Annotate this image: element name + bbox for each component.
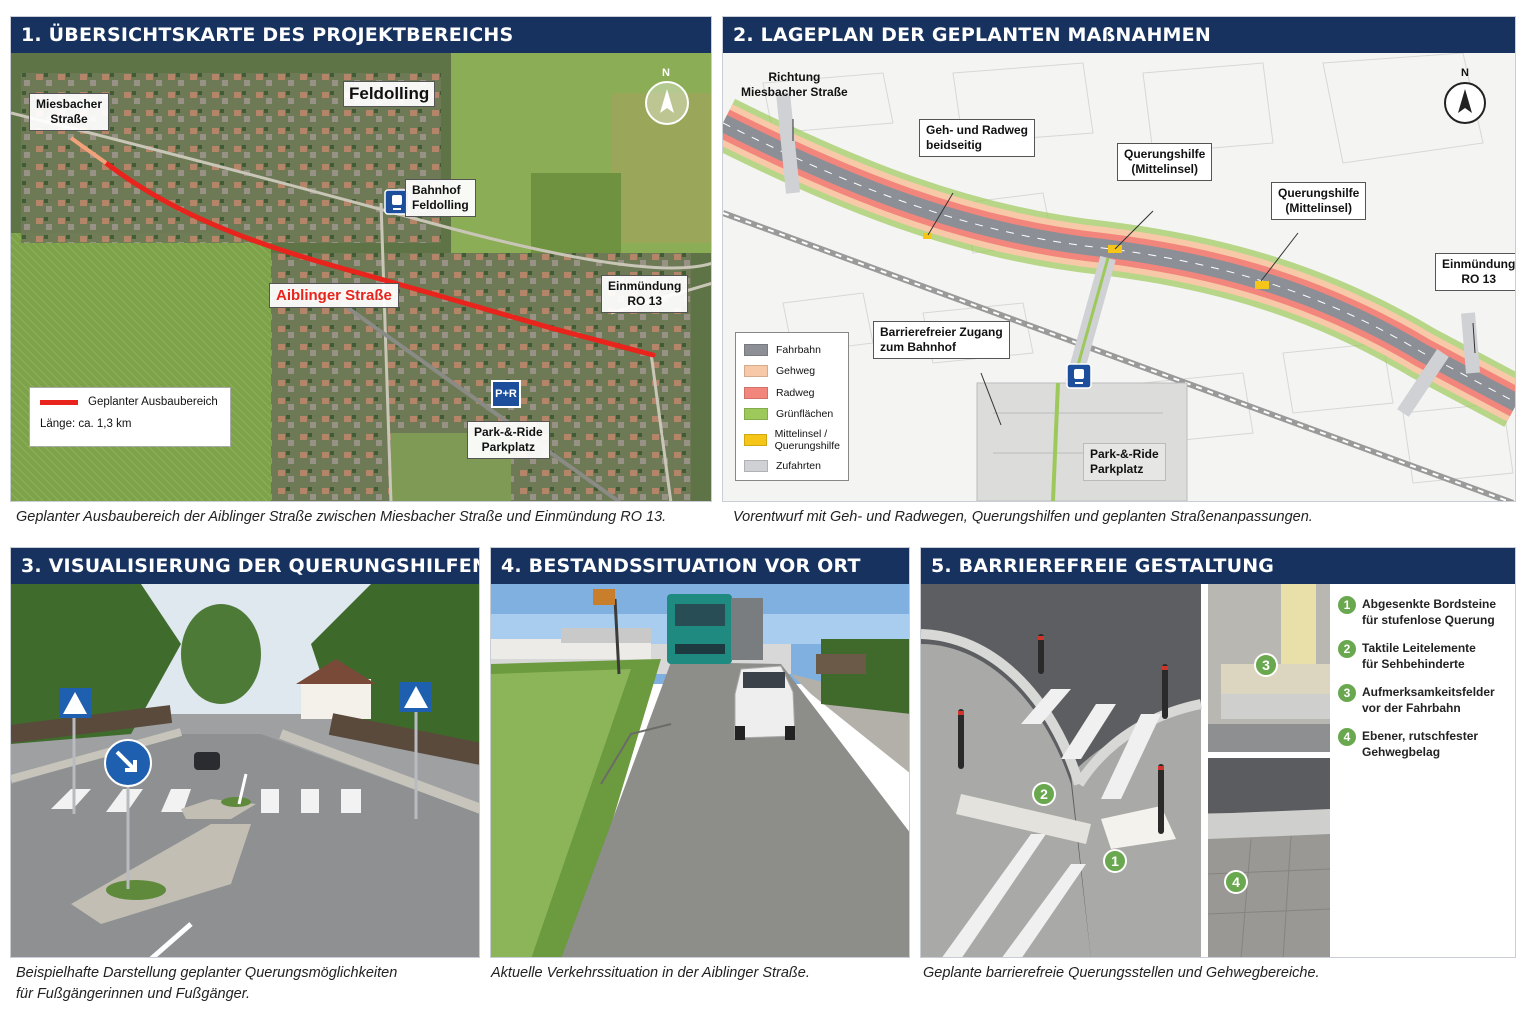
site-plan: N Richtung Miesbacher Straße Geh- und Ra… — [723, 53, 1515, 501]
label-park-ride: Park-&-Ride Parkplatz — [467, 421, 550, 459]
label-einmuendung-ro13: Einmündung RO 13 — [601, 275, 689, 313]
train-station-icon — [384, 189, 410, 215]
feature-item: 3 Aufmerksamkeitsfelder vor der Fahrbahn — [1338, 684, 1513, 716]
label-richtung-miesbacher: Richtung Miesbacher Straße — [741, 70, 848, 99]
panel-crossing-visualization: 3. VISUALISIERUNG DER QUERUNGSHILFEN — [10, 547, 480, 958]
panel-title: 4. BESTANDSSITUATION VOR ORT — [491, 548, 909, 584]
legend-swatch — [744, 343, 768, 356]
legend-swatch — [744, 365, 768, 378]
label-barrierefreier-zugang: Barrierefreier Zugang zum Bahnhof — [873, 321, 1010, 359]
legend-swatch — [744, 434, 767, 446]
aerial-map: N Miesbacher Straße Feldolling Bahnhof F… — [11, 53, 711, 501]
accessible-design-illustration — [921, 584, 1331, 957]
accessible-design-body: 1 2 3 4 1 Abgesenkte Bordsteine für stufe… — [921, 584, 1515, 957]
north-arrow-icon — [645, 81, 689, 125]
legend-label: Fahrbahn — [776, 343, 821, 356]
north-label: N — [662, 67, 670, 79]
feature-text: Ebener, rutschfester Gehwegbelag — [1362, 729, 1479, 759]
legend-label: Grünflächen — [776, 408, 834, 421]
legend-label: Zufahrten — [776, 459, 821, 472]
legend-swatch — [744, 408, 768, 421]
north-label: N — [1461, 67, 1469, 79]
caption-panel3: Beispielhafte Darstellung geplanter Quer… — [16, 965, 398, 1002]
panel-title: 2. LAGEPLAN DER GEPLANTEN MAßNAHMEN — [723, 17, 1515, 53]
badge-3: 3 — [1254, 653, 1278, 677]
legend-item: Mittelinsel / Querungshilfe — [744, 425, 840, 455]
legend-item: Fahrbahn — [744, 339, 840, 361]
feature-number: 1 — [1338, 596, 1356, 614]
feature-number: 3 — [1338, 684, 1356, 702]
pedestrian-crossing-sign-left-icon — [59, 688, 91, 814]
label-aiblinger-strasse: Aiblinger Straße — [269, 283, 399, 308]
feature-item: 2 Taktile Leitelemente für Sehbehinderte — [1338, 640, 1513, 672]
label-park-ride: Park-&-Ride Parkplatz — [1083, 443, 1166, 481]
route-legend-line — [40, 399, 78, 405]
badge-4: 4 — [1224, 870, 1248, 894]
label-querungshilfe-1: Querungshilfe (Mittelinsel) — [1117, 143, 1213, 181]
feature-list: 1 Abgesenkte Bordsteine für stufenlose Qu… — [1338, 596, 1513, 772]
site-plan-graphic — [723, 53, 1515, 501]
planned-route-line — [103, 160, 656, 358]
feature-text: Abgesenkte Bordsteine für stufenlose Que… — [1362, 597, 1497, 627]
caption-panel1: Geplanter Ausbaubereich der Aiblinger St… — [16, 509, 667, 525]
legend-label: Radweg — [776, 386, 815, 399]
pedestrian-crossing-sign-right-icon — [400, 682, 432, 819]
legend-label: Mittelinsel / Querungshilfe — [774, 428, 840, 452]
map-legend: Geplanter Ausbaubereich Länge: ca. 1,3 k… — [29, 387, 231, 447]
legend-swatch — [744, 386, 768, 399]
keep-right-sign-icon — [104, 739, 152, 889]
label-feldolling: Feldolling — [343, 81, 436, 107]
panel-overview-map: 1. ÜBERSICHTSKARTE DES PROJEKTBEREICHS — [10, 16, 712, 502]
legend-length: Länge: ca. 1,3 km — [40, 418, 132, 430]
crossing-illustration — [11, 584, 479, 957]
legend-route-label: Geplanter Ausbaubereich — [88, 396, 218, 408]
caption-panel2: Vorentwurf mit Geh- und Radwegen, Querun… — [733, 509, 1313, 525]
caption-panel4: Aktuelle Verkehrssituation in der Aiblin… — [491, 965, 810, 981]
car — [734, 665, 796, 740]
panel-accessible-design: 5. BARRIEREFREIE GESTALTUNG — [920, 547, 1516, 958]
legend-item: Grünflächen — [744, 404, 840, 426]
panel-site-plan: 2. LAGEPLAN DER GEPLANTEN MAßNAHMEN — [722, 16, 1516, 502]
panel-current-situation: 4. BESTANDSSITUATION VOR ORT — [490, 547, 910, 958]
feature-text: Taktile Leitelemente für Sehbehinderte — [1362, 641, 1476, 671]
park-ride-icon: P+R — [491, 380, 521, 408]
badge-1: 1 — [1103, 849, 1127, 873]
train-station-icon — [1066, 363, 1092, 389]
legend-item: Radweg — [744, 382, 840, 404]
panel-title: 5. BARRIEREFREIE GESTALTUNG — [921, 548, 1515, 584]
legend-label: Gehweg — [776, 365, 816, 378]
feature-item: 4 Ebener, rutschfester Gehwegbelag — [1338, 728, 1513, 760]
feature-text: Aufmerksamkeitsfelder vor der Fahrbahn — [1362, 685, 1495, 715]
crossing-photo — [11, 584, 479, 957]
feature-number: 4 — [1338, 728, 1356, 746]
caption-panel5: Geplante barrierefreie Querungsstellen u… — [923, 965, 1320, 981]
label-miesbacher-strasse: Miesbacher Straße — [29, 93, 110, 131]
feature-number: 2 — [1338, 640, 1356, 658]
street-illustration — [491, 584, 909, 957]
feature-item: 1 Abgesenkte Bordsteine für stufenlose Qu… — [1338, 596, 1513, 628]
panel-title: 1. ÜBERSICHTSKARTE DES PROJEKTBEREICHS — [11, 17, 711, 53]
label-geh-radweg: Geh- und Radweg beidseitig — [919, 119, 1035, 157]
label-querungshilfe-2: Querungshilfe (Mittelinsel) — [1271, 182, 1367, 220]
current-situation-photo — [491, 584, 909, 957]
legend-item: Zufahrten — [744, 455, 840, 477]
badge-2: 2 — [1032, 782, 1056, 806]
legend-swatch — [744, 459, 768, 472]
label-bahnhof-feldolling: Bahnhof Feldolling — [405, 179, 476, 217]
north-arrow-icon — [1444, 82, 1486, 124]
panel-title: 3. VISUALISIERUNG DER QUERUNGSHILFEN — [11, 548, 479, 584]
label-einmuendung-ro13: Einmündung RO 13 — [1435, 253, 1515, 291]
legend-item: Gehweg — [744, 361, 840, 383]
truck — [667, 594, 763, 664]
